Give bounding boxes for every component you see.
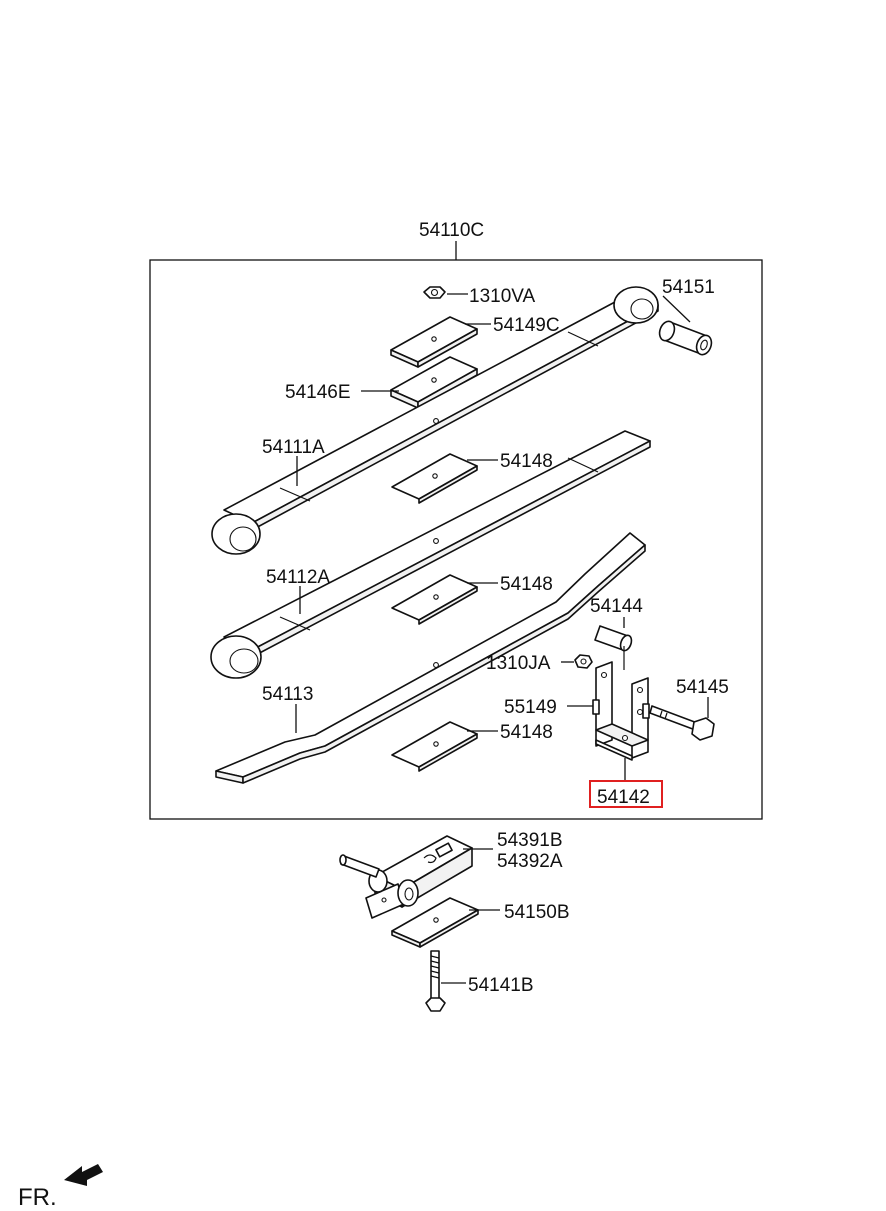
callout-insert-3[interactable]: 54148 [500,722,553,743]
leaf-3-part [215,532,646,784]
nut-shackle-part [574,654,593,669]
callout-shackle[interactable]: 54142 [597,787,650,808]
callout-bolt-bottom[interactable]: 54141B [468,975,534,996]
insert-1-part [391,453,478,504]
leaf-2-part [210,430,651,679]
front-arrow-icon [64,1164,103,1186]
callout-pad-b[interactable]: 54150B [504,902,570,923]
pad-top-part [390,316,478,368]
pad-b-part [391,897,479,948]
callout-leaf-2[interactable]: 54112A [266,567,330,588]
callout-pin[interactable]: 54144 [590,596,643,617]
shackle-part [592,661,650,761]
insert-3-part [391,721,478,772]
callout-pad-top[interactable]: 54149C [493,315,560,336]
callout-bushing[interactable]: 54151 [662,277,715,298]
callout-shackle-plate[interactable]: 55149 [504,697,557,718]
bolt-bottom-part [425,950,446,1012]
insert-2-part [391,574,478,625]
callout-bracket-a[interactable]: 54391B [497,830,563,851]
bushing-part [658,320,713,356]
callout-shackle-highlight [589,780,663,808]
callout-nut-shackle[interactable]: 1310JA [486,653,551,674]
bracket-part [339,835,473,919]
callout-bracket-b[interactable]: 54392A [497,851,563,872]
nut-top-part [423,286,446,299]
assembly-label[interactable]: 54110C [419,220,484,241]
front-marker-label: FR. [18,1184,57,1211]
bolt-shackle-part [649,705,715,741]
callout-leaf-1[interactable]: 54111A [262,437,325,458]
callout-leaf-3[interactable]: 54113 [262,684,313,705]
pin-part [594,625,633,670]
callout-insert-2[interactable]: 54148 [500,574,553,595]
callout-nut-top[interactable]: 1310VA [469,286,536,307]
callout-bolt-shackle[interactable]: 54145 [676,677,729,698]
callout-pad-e[interactable]: 54146E [285,382,351,403]
callout-insert-1[interactable]: 54148 [500,451,553,472]
leaf-1-part [211,286,659,555]
